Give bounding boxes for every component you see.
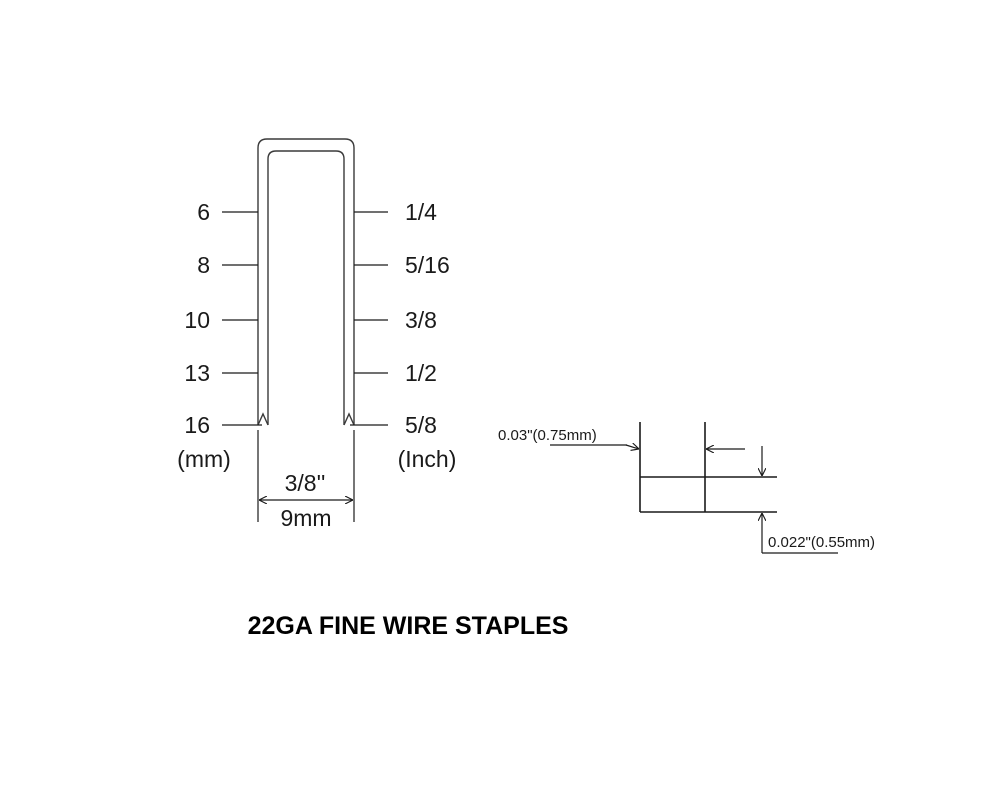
width-label: 0.03"(0.75mm) bbox=[498, 427, 597, 444]
crown-mm-label: 9mm bbox=[280, 505, 331, 531]
mm-unit-label: (mm) bbox=[177, 446, 231, 472]
mm-label-8: 8 bbox=[197, 252, 210, 278]
inch-label-5-8: 5/8 bbox=[405, 412, 437, 438]
inch-label-5-16: 5/16 bbox=[405, 252, 450, 278]
inch-label-1-2: 1/2 bbox=[405, 360, 437, 386]
wire-cross-section: 0.03"(0.75mm) 0.022"(0.55mm) bbox=[498, 422, 875, 554]
inch-label-1-4: 1/4 bbox=[405, 199, 437, 225]
mm-scale: 6 8 10 13 16 (mm) bbox=[177, 199, 262, 472]
crown-dimension: 3/8'' 9mm bbox=[257, 430, 355, 531]
crown-inch-label: 3/8'' bbox=[285, 470, 326, 496]
inch-scale: 1/4 5/16 3/8 1/2 5/8 (Inch) bbox=[350, 199, 456, 472]
inch-unit-label: (Inch) bbox=[398, 446, 457, 472]
mm-label-10: 10 bbox=[184, 307, 210, 333]
mm-label-16: 16 bbox=[184, 412, 210, 438]
inch-label-3-8: 3/8 bbox=[405, 307, 437, 333]
mm-label-6: 6 bbox=[197, 199, 210, 225]
staple-outline bbox=[257, 138, 355, 426]
mm-label-13: 13 bbox=[184, 360, 210, 386]
diagram-title: 22GA FINE WIRE STAPLES bbox=[248, 612, 569, 640]
thickness-label: 0.022"(0.55mm) bbox=[768, 534, 875, 551]
width-arrow-left bbox=[625, 445, 639, 449]
